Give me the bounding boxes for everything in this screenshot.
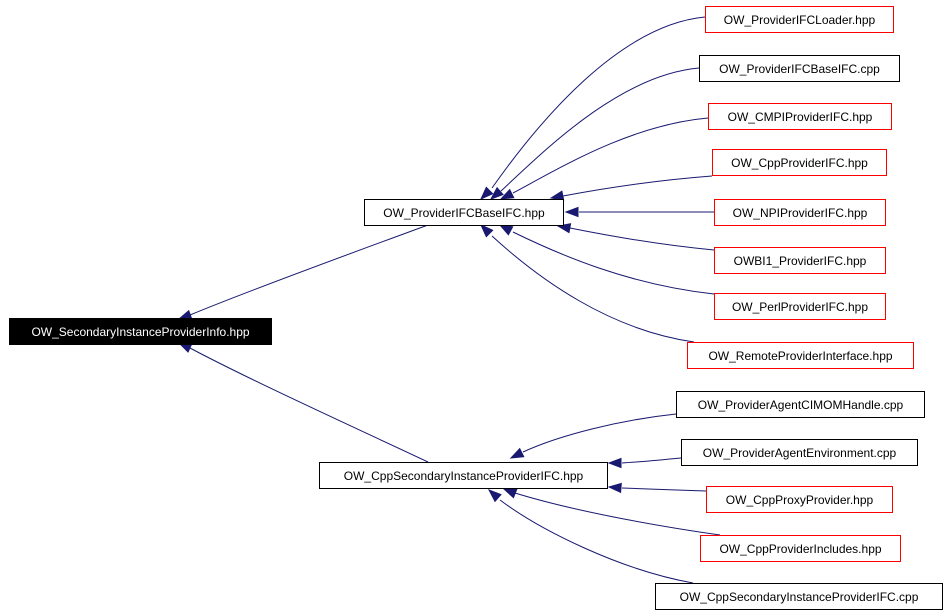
node-cpp-ifc[interactable]: OW_CppProviderIFC.hpp: [712, 149, 887, 176]
node-proxy[interactable]: OW_CppProxyProvider.hpp: [706, 486, 893, 513]
arrowhead: [499, 188, 515, 200]
node-box[interactable]: [319, 462, 608, 489]
edge-cmpi-to-baseifc_hpp: [499, 117, 709, 200]
arrowhead: [479, 186, 494, 201]
nodes-layer: OW_SecondaryInstanceProviderInfo.hppOW_P…: [9, 6, 943, 610]
node-cppsec-cpp[interactable]: OW_CppSecondaryInstanceProviderIFC.cpp: [655, 583, 943, 610]
node-label: OW_CMPIProviderIFC.hpp: [728, 110, 873, 124]
edge-line: [491, 235, 695, 343]
edge-cppsec_hpp-to-root: [177, 342, 429, 463]
edge-line: [499, 499, 694, 584]
edge-line: [522, 413, 677, 453]
edge-proxy-to-cppsec_hpp: [607, 482, 707, 494]
node-label: OW_ProviderAgentEnvironment.cpp: [703, 446, 897, 460]
node-label: OW_PerlProviderIFC.hpp: [732, 300, 868, 314]
node-label: OW_ProviderIFCBaseIFC.hpp: [383, 206, 545, 220]
node-label: OW_ProviderIFCBaseIFC.cpp: [719, 62, 880, 76]
edge-line: [514, 492, 721, 536]
node-label: OW_ProviderIFCLoader.hpp: [724, 13, 876, 27]
node-box[interactable]: [676, 391, 925, 418]
edge-cppsec_cpp-to-cppsec_hpp: [487, 489, 694, 584]
edge-line: [189, 224, 429, 316]
node-loader[interactable]: OW_ProviderIFCLoader.hpp: [705, 6, 894, 33]
node-npi[interactable]: OW_NPIProviderIFC.hpp: [714, 199, 886, 226]
node-label: OW_CppSecondaryInstanceProviderIFC.hpp: [344, 469, 584, 483]
edge-cimom-to-cppsec_hpp: [509, 413, 677, 459]
node-box[interactable]: [714, 199, 886, 226]
node-label: OW_SecondaryInstanceProviderInfo.hpp: [31, 325, 249, 339]
node-box[interactable]: [705, 6, 894, 33]
node-box[interactable]: [655, 583, 943, 610]
edge-remote-to-baseifc_hpp: [479, 223, 695, 343]
node-cppsec-hpp[interactable]: OW_CppSecondaryInstanceProviderIFC.hpp: [319, 462, 608, 489]
node-box[interactable]: [699, 55, 900, 82]
edge-line: [500, 67, 700, 192]
edge-line: [621, 457, 682, 464]
node-label: OW_RemoteProviderInterface.hpp: [708, 349, 892, 363]
node-label: OW_CppProviderIncludes.hpp: [719, 542, 881, 556]
node-box[interactable]: [681, 439, 918, 466]
node-box[interactable]: [714, 293, 886, 320]
edge-line: [491, 16, 706, 189]
node-remote[interactable]: OW_RemoteProviderInterface.hpp: [687, 342, 914, 369]
edge-agentenv-to-cppsec_hpp: [607, 457, 682, 469]
node-label: OW_ProviderAgentCIMOMHandle.cpp: [698, 398, 904, 412]
node-box[interactable]: [714, 247, 886, 274]
edge-owbi1-to-baseifc_hpp: [556, 223, 715, 251]
node-box[interactable]: [364, 199, 564, 226]
node-box: [9, 318, 272, 345]
node-label: OW_CppProxyProvider.hpp: [726, 493, 874, 507]
arrowhead: [549, 190, 565, 201]
arrowhead: [607, 482, 622, 494]
node-box[interactable]: [706, 486, 893, 513]
edge-line: [512, 117, 709, 194]
edge-loader-to-baseifc_hpp: [479, 16, 706, 201]
node-box[interactable]: [712, 149, 887, 176]
node-baseifc-hpp[interactable]: OW_ProviderIFCBaseIFC.hpp: [364, 199, 564, 226]
node-label: OWBI1_ProviderIFC.hpp: [734, 254, 867, 268]
arrowhead: [509, 447, 525, 459]
arrowhead: [498, 224, 514, 236]
edges-layer: [177, 16, 721, 584]
edge-perl-to-baseifc_hpp: [498, 224, 715, 295]
node-label: OW_NPIProviderIFC.hpp: [733, 206, 868, 220]
edge-baseifc_cpp-to-baseifc_hpp: [489, 67, 700, 200]
node-box[interactable]: [700, 535, 901, 562]
node-label: OW_CppProviderIFC.hpp: [731, 156, 868, 170]
node-root: OW_SecondaryInstanceProviderInfo.hpp: [9, 318, 272, 345]
node-agentenv[interactable]: OW_ProviderAgentEnvironment.cpp: [681, 439, 918, 466]
arrowhead: [502, 488, 518, 499]
arrowhead: [607, 457, 622, 469]
node-perl[interactable]: OW_PerlProviderIFC.hpp: [714, 293, 886, 320]
arrowhead: [177, 309, 193, 320]
node-box[interactable]: [687, 342, 914, 369]
edge-includes-to-cppsec_hpp: [502, 488, 721, 536]
edge-line: [512, 231, 715, 295]
node-includes[interactable]: OW_CppProviderIncludes.hpp: [700, 535, 901, 562]
node-cmpi[interactable]: OW_CMPIProviderIFC.hpp: [708, 103, 892, 130]
edge-baseifc_hpp-to-root: [177, 224, 429, 320]
node-baseifc-cpp[interactable]: OW_ProviderIFCBaseIFC.cpp: [699, 55, 900, 82]
edge-line: [189, 347, 429, 463]
edge-line: [569, 227, 715, 251]
arrowhead: [479, 223, 494, 238]
edge-line: [562, 175, 713, 197]
node-cimom[interactable]: OW_ProviderAgentCIMOMHandle.cpp: [676, 391, 925, 418]
edge-cpp_ifc-to-baseifc_hpp: [549, 175, 713, 201]
edge-npi-to-baseifc_hpp: [564, 206, 714, 218]
node-box[interactable]: [708, 103, 892, 130]
arrowhead: [564, 206, 579, 218]
arrowhead: [489, 186, 504, 200]
arrowhead: [487, 489, 502, 503]
edge-line: [621, 487, 707, 492]
node-label: OW_CppSecondaryInstanceProviderIFC.cpp: [680, 590, 919, 604]
node-owbi1[interactable]: OWBI1_ProviderIFC.hpp: [714, 247, 886, 274]
